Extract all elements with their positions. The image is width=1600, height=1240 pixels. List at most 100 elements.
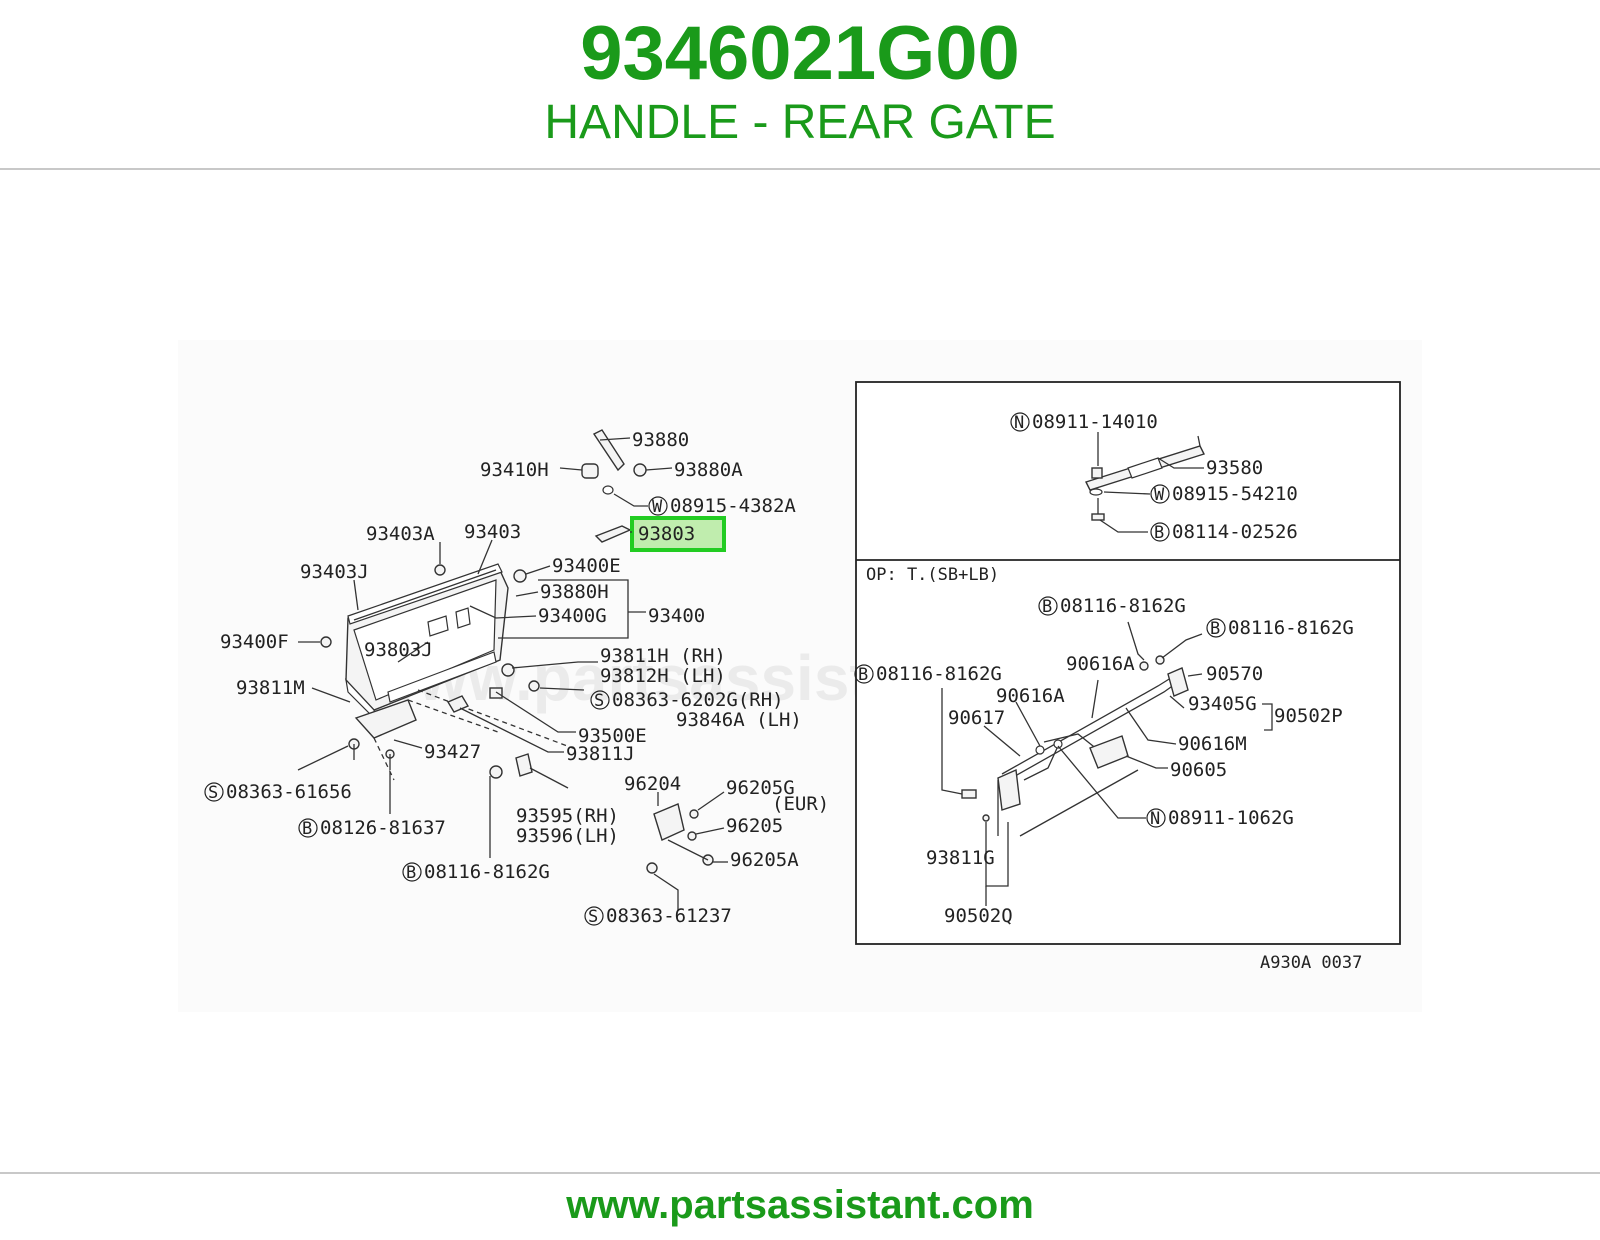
label-93880H: 93880H bbox=[540, 581, 609, 603]
hinge-96204-assembly bbox=[646, 803, 714, 874]
symbol-b3: B bbox=[1154, 523, 1164, 543]
leader-96205G bbox=[697, 791, 725, 811]
label-08116-a: 08116-8162G bbox=[1060, 595, 1186, 617]
symbol-n1: N bbox=[1014, 413, 1024, 433]
symbol-circle-s2 bbox=[204, 782, 224, 802]
label-93400: 93400 bbox=[648, 605, 705, 627]
leader-90616A-b bbox=[1015, 701, 1041, 747]
leader-90616A-a bbox=[1091, 679, 1099, 719]
label-90616A-b: 90616A bbox=[996, 685, 1065, 707]
leader-93400E bbox=[525, 565, 551, 575]
bracket-93500E bbox=[489, 687, 503, 699]
part-name-subtitle: HANDLE - REAR GATE bbox=[544, 96, 1056, 149]
symbol-b2: B bbox=[406, 863, 416, 883]
leader-93811H bbox=[511, 661, 598, 669]
symbol-b1: B bbox=[302, 819, 312, 839]
bolt-08116-a bbox=[1139, 661, 1149, 671]
symbol-n2: N bbox=[1150, 809, 1160, 829]
leader-93403 bbox=[477, 539, 493, 575]
ref-line-1 bbox=[407, 699, 499, 733]
leader-93403J bbox=[353, 579, 359, 611]
leader-93803J bbox=[397, 641, 429, 663]
symbol-w2: W bbox=[1154, 485, 1165, 505]
leader-90605 bbox=[1125, 755, 1168, 769]
label-90502Q: 90502Q bbox=[944, 905, 1013, 927]
rod-90616M bbox=[1043, 733, 1099, 751]
nut-08911-14010 bbox=[1091, 467, 1103, 479]
label-93400E: 93400E bbox=[552, 555, 621, 577]
leader-93811J bbox=[459, 707, 564, 753]
leader-93400G bbox=[469, 605, 537, 619]
leader-08363-6202G bbox=[539, 687, 585, 691]
label-93811H: 93811H (RH) bbox=[600, 645, 726, 667]
symbol-circle-w1 bbox=[648, 496, 668, 516]
parts-diagram-svg: www.partsassistant.com bbox=[178, 340, 1422, 1012]
symbol-circle-b1 bbox=[298, 818, 318, 838]
latch-bracket-90502Q bbox=[997, 768, 1021, 811]
main-labels: 93880 93410H 93880A W 08915-4382A 93803 … bbox=[204, 429, 829, 927]
label-96205: 96205 bbox=[726, 815, 783, 837]
label-08116-b: 08116-8162G bbox=[1228, 617, 1354, 639]
tailgate-assembly bbox=[345, 563, 579, 781]
leader-08116-a bbox=[1127, 621, 1145, 661]
symbol-b4: B bbox=[1042, 597, 1052, 617]
bolt-96205G bbox=[689, 809, 699, 819]
symbol-circle-n1 bbox=[1010, 412, 1030, 432]
symbol-circle-b4 bbox=[1038, 596, 1058, 616]
label-90570: 90570 bbox=[1206, 663, 1263, 685]
symbol-s2: S bbox=[208, 783, 218, 803]
grommet-93811H bbox=[501, 663, 515, 677]
label-93880A: 93880A bbox=[674, 459, 743, 481]
leader-93427 bbox=[393, 739, 423, 749]
label-93846A: 93846A (LH) bbox=[676, 709, 802, 731]
bumper-93400E bbox=[513, 569, 527, 583]
label-93400G: 93400G bbox=[538, 605, 607, 627]
main-leader-lines bbox=[297, 437, 728, 910]
label-08911-1062G: 08911-1062G bbox=[1168, 807, 1294, 829]
symbol-s3: S bbox=[588, 907, 598, 927]
rod-90617 bbox=[1023, 745, 1059, 781]
bolt-08116-8162G bbox=[489, 765, 503, 779]
label-93812H: 93812H (LH) bbox=[600, 665, 726, 687]
label-90502P: 90502P bbox=[1274, 705, 1343, 727]
label-93811M: 93811M bbox=[236, 677, 305, 699]
label-96205G: 96205G bbox=[726, 777, 795, 799]
leader-90617 bbox=[983, 725, 1021, 757]
hinge-96204 bbox=[653, 803, 685, 841]
label-93580: 93580 bbox=[1206, 457, 1263, 479]
header-divider bbox=[0, 168, 1600, 170]
bracket-slot bbox=[1127, 457, 1163, 479]
label-08363-6202G: 08363-6202G(RH) bbox=[612, 689, 784, 711]
leader-93410H bbox=[559, 467, 583, 471]
symbol-circle-s3 bbox=[584, 906, 604, 926]
label-93803J: 93803J bbox=[364, 639, 433, 661]
label-08116-c: 08116-8162G bbox=[876, 663, 1002, 685]
bracket-90502P bbox=[1262, 703, 1273, 731]
leader-93500E bbox=[495, 691, 576, 733]
label-93500E: 93500E bbox=[578, 725, 647, 747]
label-93427: 93427 bbox=[424, 741, 481, 763]
label-93880: 93880 bbox=[632, 429, 689, 451]
page-header: 9346021G00 HANDLE - REAR GATE bbox=[0, 0, 1600, 170]
label-93400F: 93400F bbox=[220, 631, 289, 653]
handle-recess-2 bbox=[455, 607, 471, 629]
washer-08915 bbox=[602, 485, 614, 495]
inset-top: N 08911-14010 93580 W 08915-54210 B 0811… bbox=[1010, 411, 1298, 543]
symbol-b6: B bbox=[858, 665, 868, 685]
symbol-circle-b2 bbox=[402, 862, 422, 882]
highlight-box-93803 bbox=[630, 516, 726, 552]
label-08116-8162G-main: 08116-8162G bbox=[424, 861, 550, 883]
symbol-s1: S bbox=[594, 691, 604, 711]
label-93803: 93803 bbox=[638, 523, 695, 545]
label-93403: 93403 bbox=[464, 521, 521, 543]
label-93811G: 93811G bbox=[926, 847, 995, 869]
leader-93880A bbox=[645, 467, 673, 471]
leader-93595 bbox=[529, 767, 569, 789]
label-90617: 90617 bbox=[948, 707, 1005, 729]
label-93596: 93596(LH) bbox=[516, 825, 619, 847]
leader-08363-61237 bbox=[653, 873, 679, 910]
leader-08116-b bbox=[1161, 633, 1203, 659]
footer-url-link[interactable]: www.partsassistant.com bbox=[566, 1183, 1034, 1227]
label-08915-54210: 08915-54210 bbox=[1172, 483, 1298, 505]
bracket-tab bbox=[1197, 435, 1201, 447]
